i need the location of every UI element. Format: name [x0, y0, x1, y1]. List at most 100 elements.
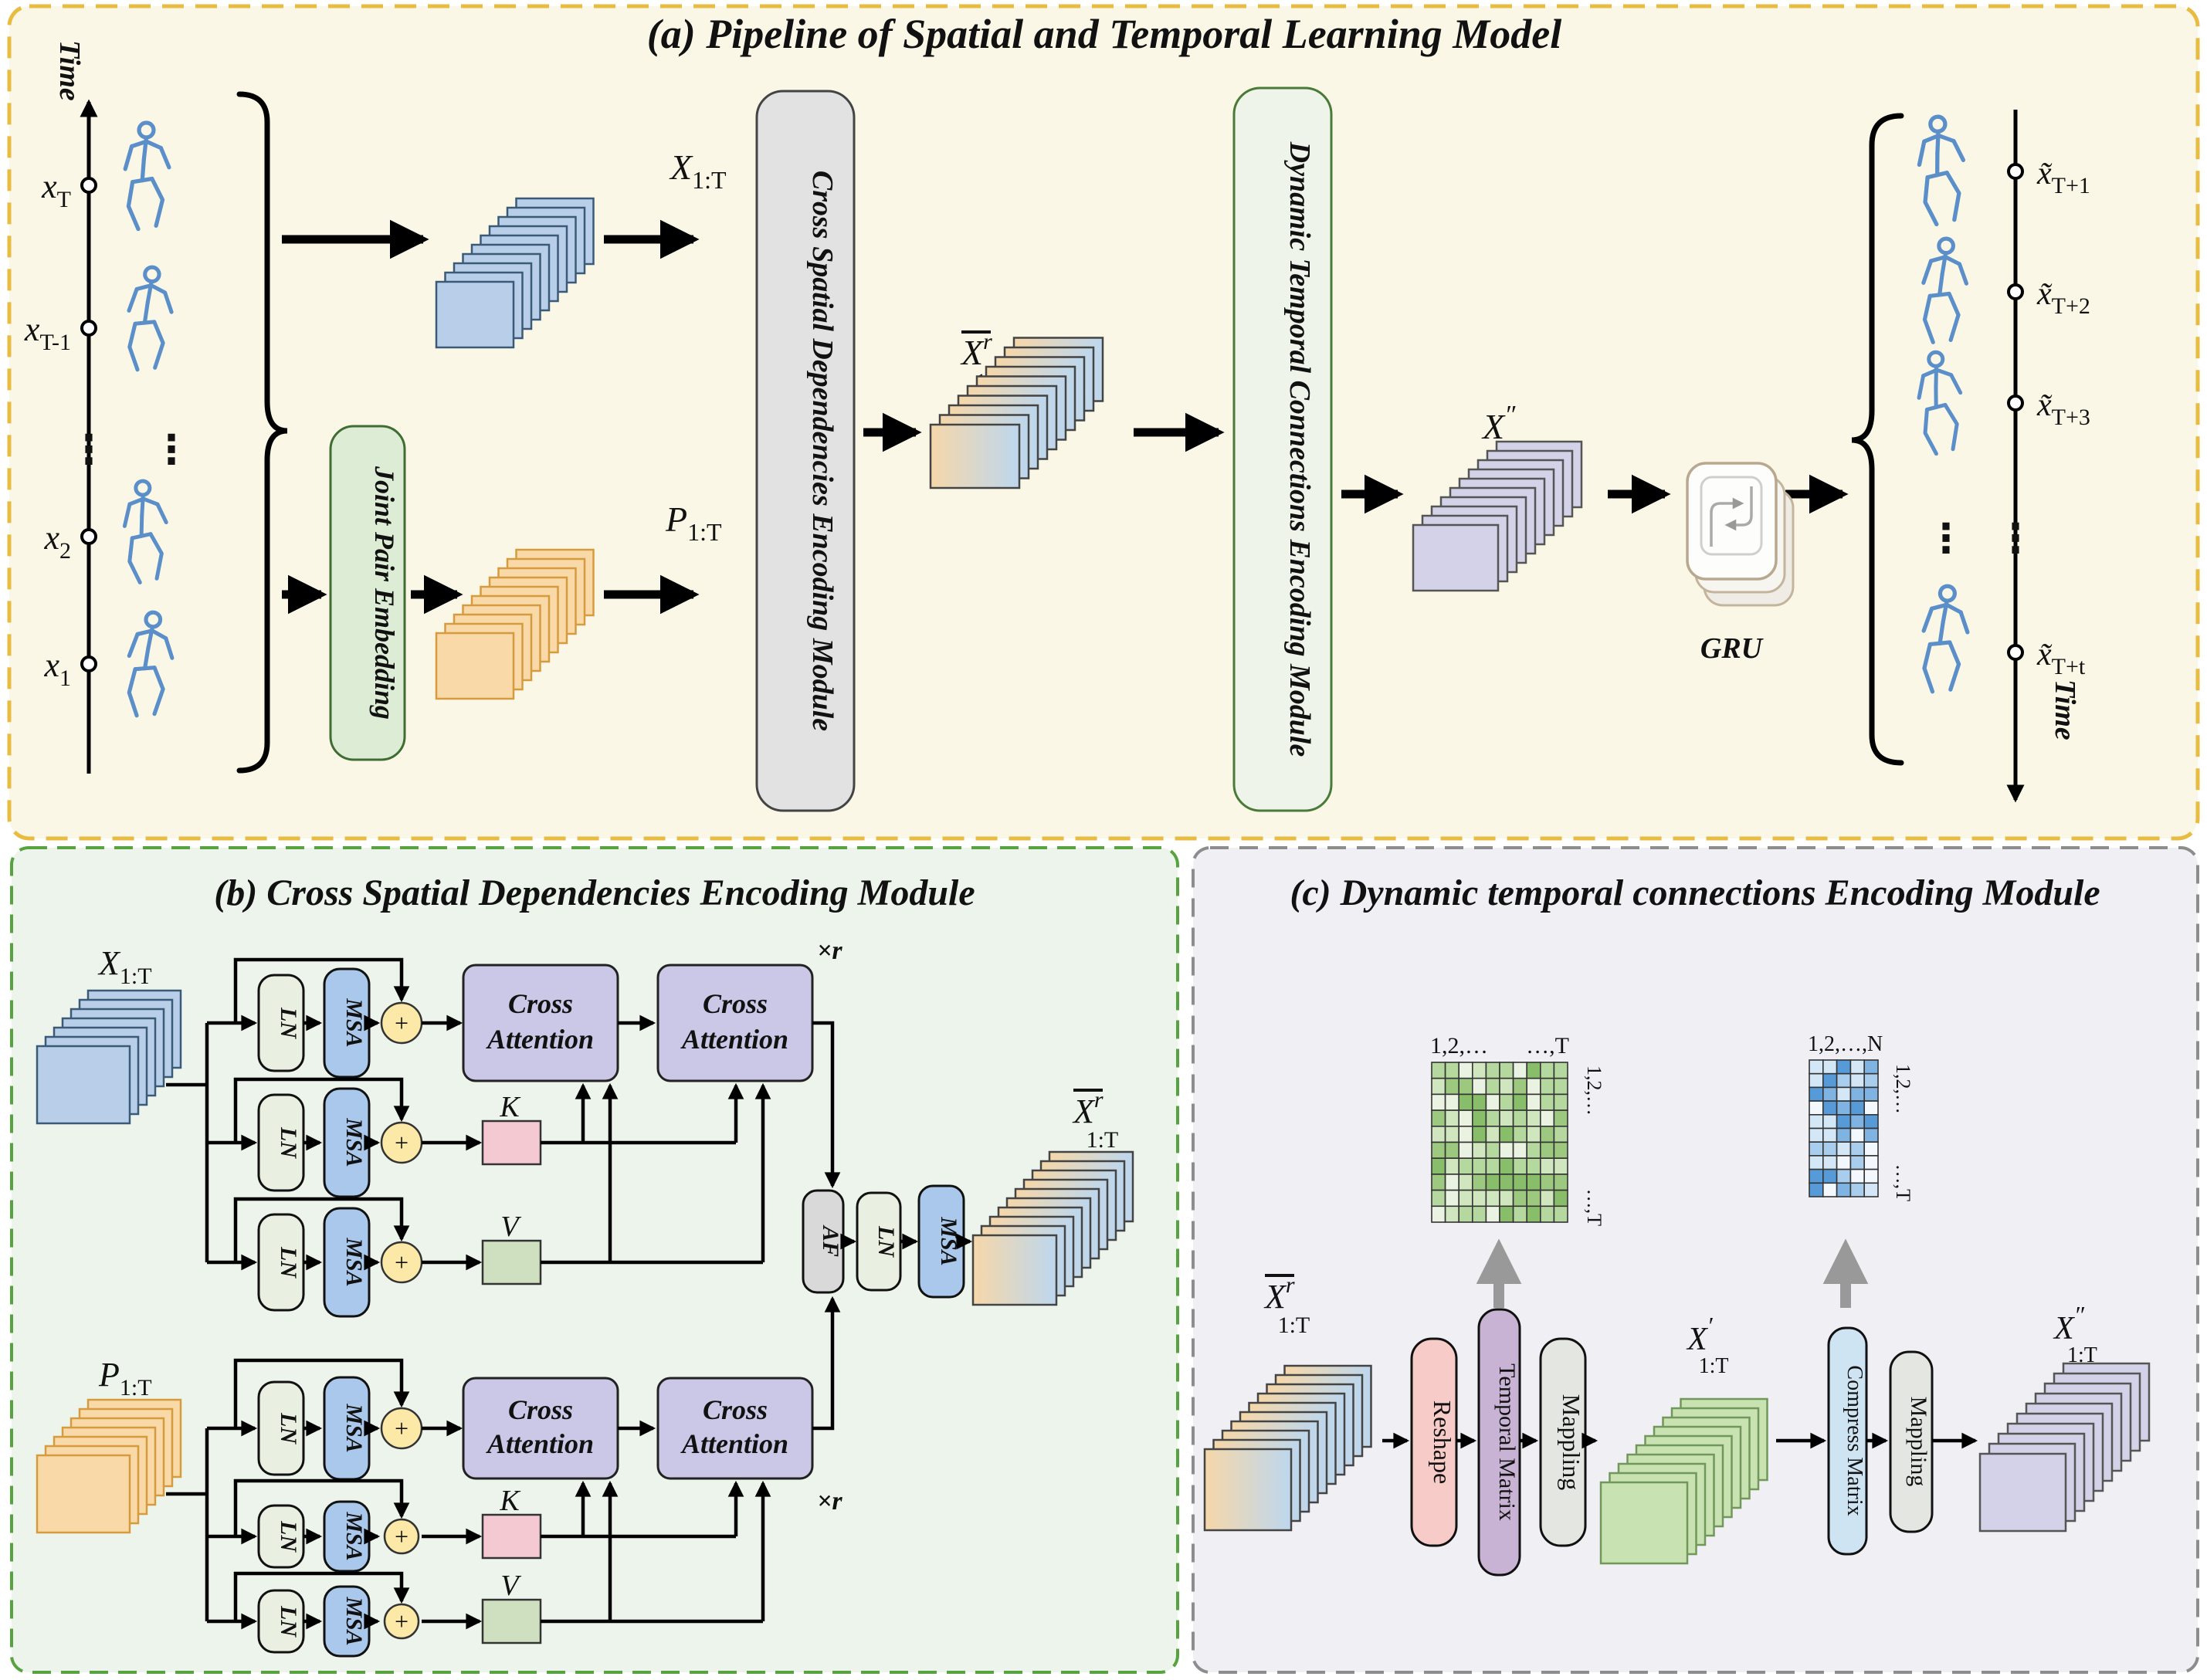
timeline-point	[2007, 283, 2024, 300]
mapping-label: Mappling	[1558, 1394, 1585, 1490]
cross-attention-label: Cross	[703, 988, 768, 1019]
mapping-label: Mappling	[1906, 1397, 1931, 1487]
af-label: AF	[818, 1224, 843, 1257]
joint-pair-embedding-box	[329, 425, 406, 761]
blue-matrix-top: 1,2,…,N	[1808, 1032, 1883, 1056]
timeline-point	[2007, 395, 2024, 412]
dtc-module-label: Dynamic Temporal Connections Encoding Mo…	[1283, 141, 1316, 757]
left-axis-ellipsis: ⋮	[69, 427, 109, 473]
residual-skip-connector	[233, 1478, 410, 1536]
left-figures-ellipsis: ⋮	[151, 427, 192, 473]
cross-attention-box	[462, 964, 619, 1082]
xpp-frame-stack	[1412, 440, 1583, 592]
panel-b-title: (b) Cross Spatial Dependencies Encoding …	[214, 872, 975, 913]
label-xT1: xT-1	[24, 310, 71, 355]
timeline-point	[2007, 163, 2024, 180]
right-time-label: Time	[2049, 679, 2081, 740]
residual-skip-connector	[233, 1077, 410, 1143]
msa-label: MSA	[341, 1511, 367, 1560]
timeline-point	[80, 655, 97, 672]
p-stack-label: P1:T	[665, 500, 722, 546]
left-brace	[236, 91, 288, 774]
b-p-label: P1:T	[98, 1356, 152, 1401]
v-box	[481, 1598, 542, 1644]
label-xt1: x̃T+1	[2036, 156, 2090, 198]
plus-label: +	[395, 1129, 409, 1157]
right-figures-ellipsis: ⋮	[1926, 516, 1966, 562]
residual-skip-connector	[233, 1571, 410, 1621]
ln-label: LN	[276, 1246, 301, 1279]
label-x2: x2	[43, 519, 71, 564]
ln-label: LN	[276, 1126, 301, 1159]
msa-label: MSA	[341, 998, 367, 1047]
ln-label: LN	[873, 1225, 899, 1258]
ln-label: LN	[276, 1412, 301, 1445]
blue-matrix-side-bottom: …,T	[1892, 1164, 1914, 1202]
gru-label: GRU	[1700, 632, 1765, 665]
connector	[812, 1296, 841, 1431]
right-axis-ellipsis: ⋮	[1995, 516, 2036, 562]
v-box	[481, 1239, 542, 1285]
cross-attention-label: Cross	[508, 988, 573, 1019]
plus-label: +	[395, 1607, 409, 1635]
left-time-label: Time	[53, 40, 86, 101]
right-brace	[1851, 113, 1904, 766]
cross-attention-label: Attention	[486, 1024, 594, 1055]
b-x-label: X1:T	[97, 944, 152, 989]
c-in-frame-stack	[1203, 1364, 1372, 1532]
cross-attention-label: Attention	[680, 1024, 788, 1055]
compress-matrix-label: Compress Matrix	[1843, 1365, 1866, 1516]
c-xprime-frame-stack	[1599, 1397, 1768, 1565]
plus-label: +	[395, 1414, 409, 1442]
k-label: K	[499, 1091, 520, 1123]
ln-label: LN	[276, 1007, 301, 1039]
label-xtt: x̃T+t	[2036, 637, 2086, 679]
msa-label: MSA	[341, 1237, 367, 1286]
add-node	[383, 1603, 420, 1640]
temporal-matrix-label: Temporal Matrix	[1494, 1363, 1520, 1521]
label-xt3: x̃T+3	[2036, 388, 2090, 430]
green-matrix-top-right: …,T	[1526, 1033, 1569, 1058]
blue-matrix-side-top: 1,2,…	[1892, 1064, 1914, 1114]
c-xprime-label: X′1:T	[1686, 1312, 1729, 1378]
msa-label: MSA	[936, 1216, 961, 1265]
times-r-label: ×r	[817, 937, 842, 965]
compress-matrix-grid	[1809, 1059, 1879, 1197]
k-box	[481, 1119, 542, 1166]
csd-module-box	[755, 90, 856, 812]
timeline-point	[2007, 644, 2024, 661]
b-p-frame-stack	[36, 1398, 182, 1534]
cross-attention-label: Cross	[703, 1394, 768, 1425]
xbar-frame-stack	[929, 337, 1104, 489]
c-xdprime-frame-stack	[1978, 1362, 2151, 1533]
v-label: V	[500, 1211, 521, 1243]
x-stack-label: X1:T	[669, 147, 727, 194]
residual-skip-connector	[233, 1197, 410, 1262]
plus-label: +	[395, 1009, 409, 1037]
green-matrix-side-top: 1,2,…	[1583, 1065, 1605, 1116]
green-matrix-top-left: 1,2,…	[1430, 1033, 1488, 1058]
label-xt2: x̃T+2	[2036, 276, 2090, 319]
cross-attention-label: Cross	[508, 1394, 573, 1425]
times-r-label: ×r	[817, 1487, 842, 1516]
msa-label: MSA	[341, 1403, 367, 1452]
plus-label: +	[395, 1522, 409, 1550]
k-label: K	[499, 1485, 520, 1517]
k-box	[481, 1513, 542, 1560]
b-out-frame-stack	[971, 1150, 1134, 1306]
ln-label: LN	[276, 1520, 301, 1553]
x-frame-stack	[435, 197, 595, 349]
connector	[812, 1021, 841, 1189]
p-frame-stack	[435, 548, 595, 700]
v-label: V	[500, 1570, 521, 1602]
cross-attention-box	[656, 964, 814, 1082]
label-x1: x1	[43, 646, 71, 691]
cross-attention-label: Attention	[486, 1428, 594, 1459]
temporal-matrix-grid	[1431, 1062, 1568, 1223]
joint-pair-embedding-label: Joint Pair Embedding	[369, 466, 400, 720]
msa-label: MSA	[341, 1596, 367, 1645]
